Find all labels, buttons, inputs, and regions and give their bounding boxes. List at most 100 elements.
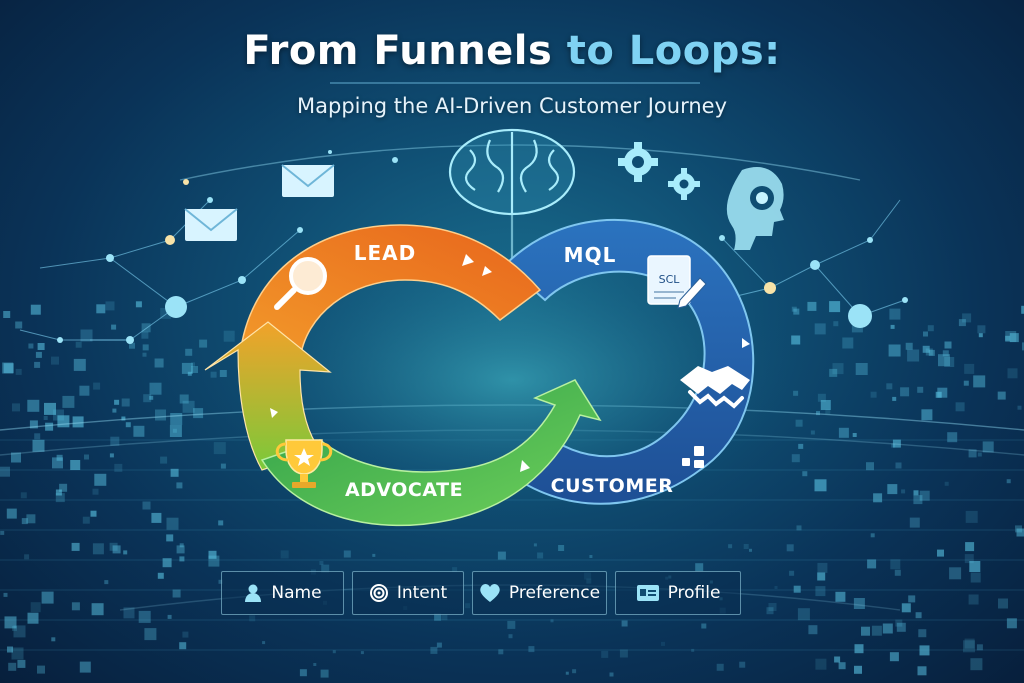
pixel-tile — [825, 409, 830, 414]
pixel-tile — [16, 369, 22, 375]
pixel-tile — [528, 646, 534, 652]
pixel-tile — [949, 567, 961, 579]
pixel-tile — [300, 669, 307, 676]
pixel-tile — [70, 460, 80, 470]
pixel-tile — [829, 301, 840, 312]
title-part2: to Loops: — [567, 28, 781, 74]
pixel-tile — [973, 375, 985, 387]
pixel-tile — [150, 383, 162, 395]
pixel-tile — [787, 544, 794, 551]
pixel-tile — [57, 455, 63, 461]
legend-label: Profile — [668, 583, 721, 603]
pixel-tile — [965, 542, 974, 551]
pixel-tile — [144, 628, 156, 640]
legend-label: Preference — [509, 583, 600, 603]
pixel-tile — [901, 489, 905, 493]
pixel-tile — [79, 386, 89, 396]
pixel-tile — [80, 662, 91, 673]
pixel-tile — [221, 464, 226, 469]
pixel-tile — [42, 592, 54, 604]
pixel-tile — [815, 659, 826, 670]
pixel-tile — [8, 663, 16, 671]
pixel-tile — [921, 409, 932, 420]
pixel-tile — [872, 626, 882, 636]
pixel-tile — [106, 301, 115, 310]
pixel-tile — [789, 571, 794, 576]
pixel-tile — [910, 518, 920, 528]
pixel-tile — [854, 598, 865, 609]
pixel-tile — [188, 372, 192, 376]
pixel-tile — [166, 534, 173, 541]
page-subtitle: Mapping the AI-Driven Customer Journey — [0, 94, 1024, 118]
pixel-tile — [908, 595, 915, 602]
pixel-tile — [728, 544, 732, 548]
pixel-tile — [2, 363, 13, 374]
pixel-tile — [815, 586, 825, 596]
pixel-tile — [126, 422, 131, 427]
pixel-tile — [918, 629, 926, 637]
pixel-tile — [173, 590, 181, 598]
pixel-tile — [218, 520, 223, 525]
pixel-tile — [896, 463, 902, 469]
pixel-tile — [112, 409, 116, 413]
pixel-tile — [889, 309, 900, 320]
pixel-tile — [853, 433, 857, 437]
pixel-tile — [313, 663, 316, 666]
pixel-tile — [979, 333, 983, 337]
pixel-tile — [971, 573, 981, 583]
pixel-tile — [818, 394, 826, 402]
pixel-tile — [926, 349, 933, 356]
pixel-tile — [871, 392, 877, 398]
pixel-tile — [890, 559, 900, 569]
pixel-tile — [28, 613, 39, 624]
pixel-tile — [44, 416, 48, 420]
pixel-tile — [3, 311, 10, 318]
pixel-tile — [123, 550, 127, 554]
pixel-tile — [945, 342, 952, 349]
pixel-tile — [962, 313, 971, 322]
pixel-tile — [834, 657, 840, 663]
pixel-tile — [113, 545, 121, 553]
pixel-tile — [17, 660, 25, 668]
pixel-tile — [861, 627, 870, 636]
pixel-tile — [437, 643, 442, 648]
stage-label-advocate: ADVOCATE — [345, 479, 463, 501]
pixel-tile — [965, 639, 975, 649]
pixel-tile — [133, 426, 144, 437]
pixel-tile — [45, 423, 53, 431]
pixel-tile — [37, 666, 45, 674]
pixel-tile — [969, 595, 979, 605]
pixel-tile — [27, 400, 39, 412]
pixel-tile — [173, 429, 177, 433]
pixel-tile — [797, 525, 802, 530]
pixel-tile — [33, 440, 45, 452]
stage-label-lead: LEAD — [354, 241, 417, 265]
pixel-tile — [28, 344, 33, 349]
pixel-tile — [815, 479, 827, 491]
pixel-tile — [62, 396, 74, 408]
pixel-tile — [917, 387, 923, 393]
pixel-tile — [866, 462, 874, 470]
pixel-tile — [498, 552, 506, 560]
legend-label: Name — [271, 583, 321, 603]
pixel-tile — [817, 563, 827, 573]
pixel-tile — [94, 474, 106, 486]
pixel-tile — [214, 442, 226, 454]
pixel-tile — [792, 454, 800, 462]
pixel-tile — [111, 325, 116, 330]
pixel-tile — [833, 321, 838, 326]
pixel-tile — [441, 614, 447, 620]
pixel-tile — [158, 573, 164, 579]
pixel-tile — [24, 554, 29, 559]
pixel-tile — [802, 471, 807, 476]
pixel-tile — [177, 545, 185, 553]
pixel-tile — [93, 383, 100, 390]
pixel-tile — [56, 490, 62, 496]
ai-head-icon — [727, 167, 784, 250]
pixel-tile — [21, 492, 27, 498]
pixel-tile — [977, 325, 985, 333]
pixel-tile — [84, 455, 89, 460]
pixel-tile — [160, 457, 167, 464]
pixel-tile — [168, 615, 172, 619]
pixel-tile — [1005, 331, 1016, 342]
